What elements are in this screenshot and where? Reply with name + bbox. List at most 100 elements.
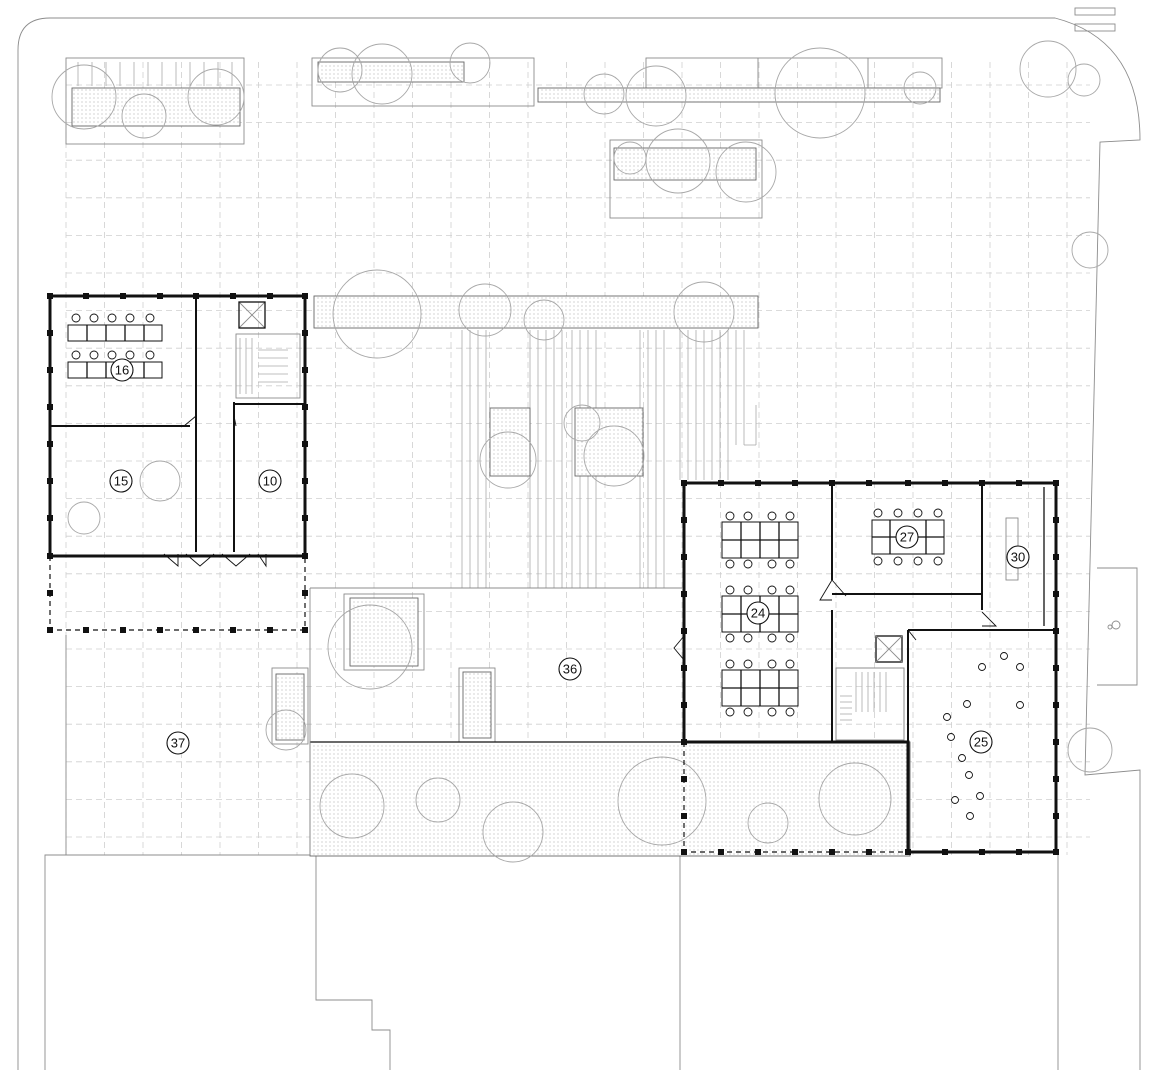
column — [1016, 480, 1022, 486]
bicycle-parking-bay — [1097, 567, 1138, 686]
column — [942, 480, 948, 486]
room-tag-27: 27 — [895, 525, 919, 549]
courtyard-37-edge — [65, 635, 310, 856]
column — [979, 480, 985, 486]
column — [681, 628, 687, 634]
column — [681, 517, 687, 523]
column — [866, 849, 872, 855]
column — [905, 849, 911, 855]
column — [1053, 554, 1059, 560]
room-tag-25: 25 — [969, 730, 993, 754]
column — [302, 515, 308, 521]
column — [83, 627, 89, 633]
terraced-steps — [461, 330, 757, 588]
north-planter-center — [311, 57, 535, 107]
column — [1053, 480, 1059, 486]
column — [718, 480, 724, 486]
svg-text:27: 27 — [900, 530, 914, 545]
column — [47, 330, 53, 336]
step-planter-east — [574, 407, 644, 477]
column — [302, 404, 308, 410]
svg-text:16: 16 — [115, 363, 129, 378]
street-marker-1 — [1074, 7, 1116, 16]
column — [302, 478, 308, 484]
room-25-seating — [943, 652, 1024, 820]
column — [681, 665, 687, 671]
column — [755, 849, 761, 855]
bench-planter-west — [275, 673, 305, 741]
column — [302, 441, 308, 447]
column — [1016, 849, 1022, 855]
column — [302, 553, 308, 559]
site-boundary-street — [44, 854, 68, 1070]
column — [1053, 739, 1059, 745]
column — [681, 849, 687, 855]
room-tag-10: 10 — [258, 469, 282, 493]
column — [942, 849, 948, 855]
column — [905, 480, 911, 486]
svg-text:25: 25 — [974, 735, 988, 750]
column — [302, 293, 308, 299]
room-tag-37: 37 — [166, 731, 190, 755]
tree-canopy-icon — [51, 40, 1113, 863]
column — [47, 367, 53, 373]
column — [1053, 665, 1059, 671]
north-planter-east — [537, 57, 943, 103]
column — [302, 330, 308, 336]
column — [681, 554, 687, 560]
bicycle-parking-icon — [1107, 620, 1121, 630]
column — [1053, 849, 1059, 855]
svg-text:15: 15 — [114, 474, 128, 489]
plaza-planter-frame — [343, 593, 425, 671]
column — [681, 813, 687, 819]
column — [47, 478, 53, 484]
west-building — [48, 294, 307, 631]
column — [1053, 813, 1059, 819]
column — [267, 293, 273, 299]
column — [1053, 702, 1059, 708]
classroom-16-furniture — [67, 313, 163, 379]
column — [302, 367, 308, 373]
column — [302, 590, 308, 596]
stair-icon — [835, 667, 905, 741]
svg-text:30: 30 — [1011, 550, 1025, 565]
column — [83, 293, 89, 299]
svg-text:36: 36 — [563, 662, 577, 677]
column — [120, 627, 126, 633]
column — [829, 849, 835, 855]
column — [681, 739, 687, 745]
column — [1053, 628, 1059, 634]
bench-planter-west-frame — [271, 667, 309, 745]
column — [230, 627, 236, 633]
column — [792, 849, 798, 855]
column — [47, 441, 53, 447]
column — [979, 849, 985, 855]
column — [157, 293, 163, 299]
column — [47, 404, 53, 410]
svg-text:10: 10 — [263, 474, 277, 489]
column — [681, 776, 687, 782]
lift-icon — [238, 301, 266, 329]
structural-columns — [47, 293, 1059, 855]
column — [1053, 517, 1059, 523]
street-marker-2 — [1074, 23, 1116, 32]
long-planter — [313, 295, 759, 329]
column — [47, 590, 53, 596]
column — [47, 627, 53, 633]
column — [302, 627, 308, 633]
north-planter-west — [65, 57, 245, 145]
room-24-tables — [721, 511, 799, 717]
column — [230, 293, 236, 299]
column — [47, 293, 53, 299]
column — [1053, 591, 1059, 597]
column — [157, 627, 163, 633]
room-tag-16: 16 — [110, 358, 134, 382]
column — [1053, 776, 1059, 782]
step-planter-west — [489, 407, 531, 477]
site-boundary — [17, 17, 1141, 1070]
column — [267, 627, 273, 633]
column — [193, 627, 199, 633]
column — [792, 480, 798, 486]
column — [193, 293, 199, 299]
column — [681, 702, 687, 708]
